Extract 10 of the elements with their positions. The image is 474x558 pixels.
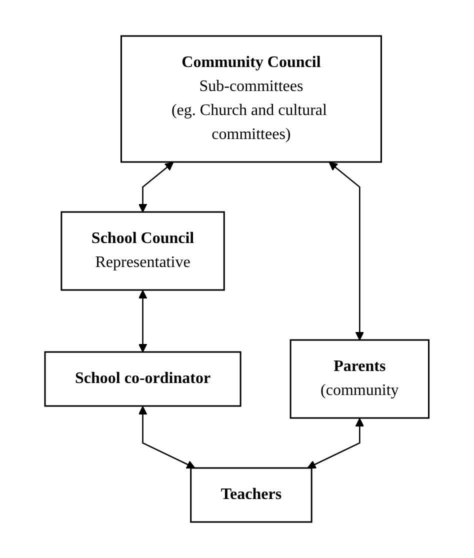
arrow xyxy=(138,162,174,212)
node-box: School Council Representative xyxy=(60,211,225,291)
node-box: Community Council Sub-committees (eg. Church and cultural committees) xyxy=(120,35,382,163)
node-box: Parents (community xyxy=(290,339,430,419)
node-box: Teachers xyxy=(190,467,312,523)
arrow xyxy=(138,290,148,352)
node-box: School co-ordinator xyxy=(44,351,242,407)
arrow xyxy=(328,162,364,340)
arrow xyxy=(307,418,364,469)
arrow xyxy=(138,406,196,469)
